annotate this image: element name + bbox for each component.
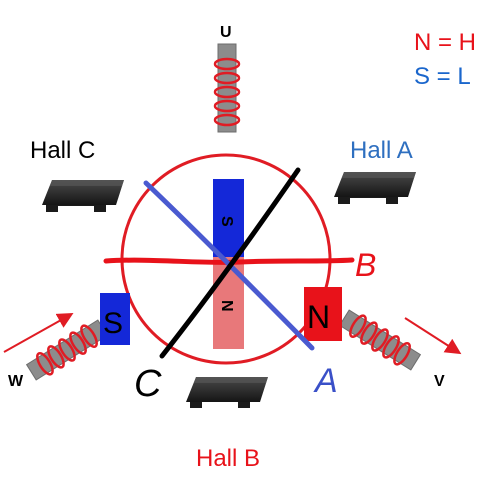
axis-b-line: [103, 257, 355, 265]
coil-v: [338, 309, 422, 371]
hall-b-chip: [186, 377, 268, 408]
stator-south-label: S: [103, 307, 123, 340]
coil-w-label: W: [8, 373, 24, 390]
hall-c-chip: [42, 180, 124, 212]
coil-w-arrow: [3, 313, 74, 353]
stator-north-magnet: [304, 287, 342, 341]
coil-w: [25, 319, 109, 381]
coil-v-arrow: [404, 317, 462, 355]
axis-a-label: A: [313, 362, 338, 400]
coil-u-label: U: [220, 24, 232, 41]
stator-north-label: N: [307, 299, 330, 335]
legend-south: S = L: [414, 63, 471, 90]
hall-a-chip: [334, 172, 416, 204]
hall-a-label: Hall A: [350, 137, 413, 164]
axis-c-label: C: [134, 363, 162, 405]
axis-a-line: [143, 180, 315, 351]
coil-v-label: V: [434, 373, 445, 390]
hall-b-label: Hall B: [196, 445, 260, 472]
rotor-south-label: S: [218, 216, 235, 227]
hall-c-label: Hall C: [30, 137, 95, 164]
axis-c-line: [159, 167, 301, 359]
axis-b-label: B: [355, 247, 376, 283]
rotor-south-pole: [213, 179, 244, 257]
legend-north: N = H: [414, 29, 476, 56]
coil-u: [213, 43, 241, 133]
stator-south-magnet: [100, 293, 130, 345]
rotor-north-label: N: [218, 300, 235, 312]
